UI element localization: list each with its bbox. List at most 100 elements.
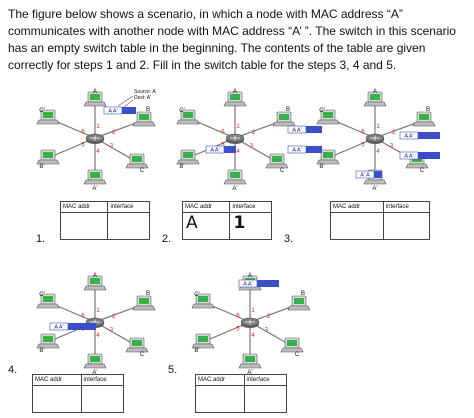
port-label: 4 — [96, 149, 100, 155]
node-label: B' — [179, 164, 184, 170]
interface-cell[interactable] — [107, 212, 150, 240]
switch-icon — [240, 317, 260, 328]
node-label: B — [301, 291, 305, 297]
frame-header — [399, 131, 419, 140]
host-c — [125, 153, 149, 169]
frame-packet: A A' — [205, 145, 236, 154]
keyboard-icon — [83, 101, 107, 107]
problem-statement: The figure below shows a scenario, in wh… — [8, 7, 456, 72]
host-a — [83, 275, 107, 291]
port-label: 3 — [390, 144, 394, 150]
frame-rect — [400, 152, 440, 159]
mac-cell[interactable] — [32, 385, 82, 413]
keyboard-icon — [405, 163, 429, 169]
interface-header: interface — [107, 201, 150, 213]
frame-packet: A' A — [355, 170, 382, 179]
keyboard-icon — [280, 347, 304, 353]
node-label: C — [140, 168, 145, 174]
frame-header — [205, 145, 225, 154]
port-label: 2 — [112, 130, 116, 136]
frame-rect — [239, 280, 279, 287]
port-label: 2 — [392, 130, 396, 136]
node-label: C — [280, 168, 285, 174]
mac-addr-header: MAC addr — [330, 201, 384, 213]
interface-header: interface — [243, 374, 288, 386]
mac-cell[interactable] — [330, 212, 384, 240]
node-label: C' — [194, 292, 199, 298]
frame-header — [287, 145, 307, 154]
frame-header — [355, 170, 375, 179]
screen — [43, 336, 53, 342]
frame-header — [287, 125, 307, 134]
node-label: B' — [319, 164, 324, 170]
node-label: A — [93, 273, 97, 279]
node-label: B — [146, 107, 150, 113]
host-b-prime — [176, 149, 200, 165]
screen — [294, 298, 304, 304]
host-c — [265, 153, 289, 169]
frame-label: A A' — [54, 325, 63, 331]
keyboard-icon — [132, 121, 156, 127]
port-label: 2 — [252, 130, 256, 136]
keyboard-icon — [316, 159, 340, 165]
screen — [183, 112, 193, 118]
keyboard-icon — [36, 159, 60, 165]
interface-header: interface — [382, 201, 431, 213]
port-label: 5 — [361, 142, 365, 148]
screen — [323, 152, 333, 158]
interface-cell[interactable]: 1 — [229, 212, 272, 240]
keyboard-icon — [363, 101, 387, 107]
mac-cell[interactable]: A — [181, 212, 231, 240]
host-a-prime — [238, 353, 262, 369]
keyboard-icon — [36, 303, 60, 309]
screen — [323, 112, 333, 118]
frame-header — [238, 279, 258, 288]
screen — [272, 156, 282, 162]
keyboard-icon — [223, 179, 247, 185]
frame-packet: A A' — [287, 125, 322, 134]
keyboard-icon — [316, 119, 340, 125]
node-label: B — [426, 107, 430, 113]
screen — [230, 94, 240, 100]
host-b — [132, 111, 156, 127]
screen — [139, 114, 149, 120]
port-label: 4 — [236, 149, 240, 155]
port-label: 1 — [96, 308, 100, 314]
screen — [132, 156, 142, 162]
mac-cell[interactable] — [59, 212, 109, 240]
host-c-prime — [316, 109, 340, 125]
node-label: A' — [92, 186, 97, 192]
screen — [287, 340, 297, 346]
frame-header — [49, 322, 69, 331]
node-label: C — [420, 168, 425, 174]
host-a — [83, 91, 107, 107]
port-label: 3 — [250, 144, 254, 150]
node-label: A' — [92, 370, 97, 376]
interface-cell[interactable] — [382, 212, 431, 240]
host-b-prime — [36, 149, 60, 165]
port-label: 2 — [267, 314, 271, 320]
port-label: 6 — [361, 130, 365, 136]
mac-cell[interactable] — [195, 385, 245, 413]
frame-label: A A' — [243, 282, 252, 288]
annotation-arrow — [123, 99, 134, 108]
port-label: 6 — [81, 130, 85, 136]
host-b-prime — [316, 149, 340, 165]
switch-arrows — [245, 319, 255, 325]
screen — [198, 336, 208, 342]
keyboard-icon — [36, 343, 60, 349]
keyboard-icon — [176, 119, 200, 125]
step-number: 3. — [284, 233, 294, 245]
interface-cell[interactable] — [243, 385, 288, 413]
host-a-prime — [83, 353, 107, 369]
port-label: 3 — [110, 144, 114, 150]
screen — [90, 172, 100, 178]
port-label: 6 — [81, 314, 85, 320]
interface-cell[interactable] — [80, 385, 125, 413]
